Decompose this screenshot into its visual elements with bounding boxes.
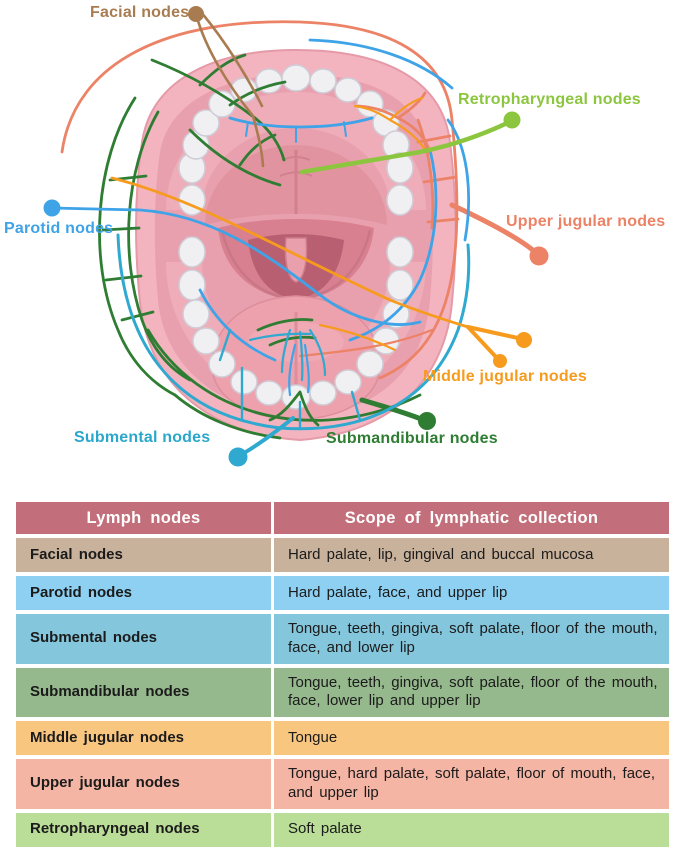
- table-row-retropharyngeal: Retropharyngeal nodes Soft palate: [16, 812, 669, 847]
- middle-jugular-node-dot-1: [516, 332, 532, 348]
- node-cell: Retropharyngeal nodes: [16, 812, 271, 847]
- parotid-pathways: [50, 38, 470, 397]
- scope-cell: Hard palate, face, and upper lip: [274, 576, 669, 610]
- submandibular-node-dot: [418, 412, 436, 430]
- node-cell: Upper jugular nodes: [16, 759, 271, 809]
- node-cell: Submental nodes: [16, 614, 271, 664]
- table-row-middle-jugular: Middle jugular nodes Tongue: [16, 721, 669, 755]
- middle-jugular-node-dot-2: [493, 354, 507, 368]
- table-row-facial: Facial nodes Hard palate, lip, gingival …: [16, 538, 669, 572]
- scope-cell: Tongue, teeth, gingiva, soft palate, flo…: [274, 614, 669, 664]
- label-retropharyngeal-nodes: Retropharyngeal nodes: [458, 91, 641, 108]
- oral-lymph-diagram: Facial nodes Retropharyngeal nodes Parot…: [4, 4, 666, 467]
- facial-node-dot: [188, 6, 204, 22]
- parotid-node-dot: [43, 199, 61, 217]
- lymph-table-section: Lymph nodes Scope of lymphatic collectio…: [0, 492, 685, 851]
- node-cell: Middle jugular nodes: [16, 721, 271, 755]
- retropharyngeal-node-dot: [503, 111, 521, 129]
- submental-node-dot: [228, 447, 248, 467]
- lymph-nodes-table: Lymph nodes Scope of lymphatic collectio…: [13, 498, 672, 851]
- node-cell: Facial nodes: [16, 538, 271, 572]
- label-facial-nodes: Facial nodes: [90, 4, 190, 21]
- table-row-upper-jugular: Upper jugular nodes Tongue, hard palate,…: [16, 759, 669, 809]
- scope-cell: Soft palate: [274, 812, 669, 847]
- middle-jugular-pathways: [110, 96, 520, 359]
- retropharyngeal-pathways: [299, 121, 508, 175]
- header-scope: Scope of lymphatic collection: [274, 502, 669, 534]
- scope-cell: Tongue: [274, 721, 669, 755]
- node-cell: Parotid nodes: [16, 576, 271, 610]
- table-row-parotid: Parotid nodes Hard palate, face, and upp…: [16, 576, 669, 610]
- node-cell: Submandibular nodes: [16, 667, 271, 717]
- submental-pathways: [116, 233, 471, 455]
- table-row-submandibular: Submandibular nodes Tongue, teeth, gingi…: [16, 667, 669, 717]
- upper-jugular-node-dot: [529, 246, 549, 266]
- facial-pathways: [194, 10, 265, 168]
- label-parotid-nodes: Parotid nodes: [4, 220, 114, 237]
- scope-cell: Tongue, teeth, gingiva, soft palate, flo…: [274, 667, 669, 717]
- submandibular-pathways: [98, 53, 424, 440]
- table-row-submental: Submental nodes Tongue, teeth, gingiva, …: [16, 614, 669, 664]
- header-lymph-nodes: Lymph nodes: [16, 502, 271, 534]
- upper-teeth: [178, 64, 414, 216]
- scope-cell: Tongue, hard palate, soft palate, floor …: [274, 759, 669, 809]
- scope-cell: Hard palate, lip, gingival and buccal mu…: [274, 538, 669, 572]
- mouth-illustration: [43, 6, 549, 467]
- label-middle-jugular-nodes: Middle jugular nodes: [423, 368, 588, 385]
- label-submental-nodes: Submental nodes: [74, 429, 211, 446]
- label-submandibular-nodes: Submandibular nodes: [326, 430, 498, 447]
- upper-jugular-pathways: [60, 20, 537, 380]
- label-upper-jugular-nodes: Upper jugular nodes: [506, 213, 666, 230]
- table-header-row: Lymph nodes Scope of lymphatic collectio…: [16, 502, 669, 534]
